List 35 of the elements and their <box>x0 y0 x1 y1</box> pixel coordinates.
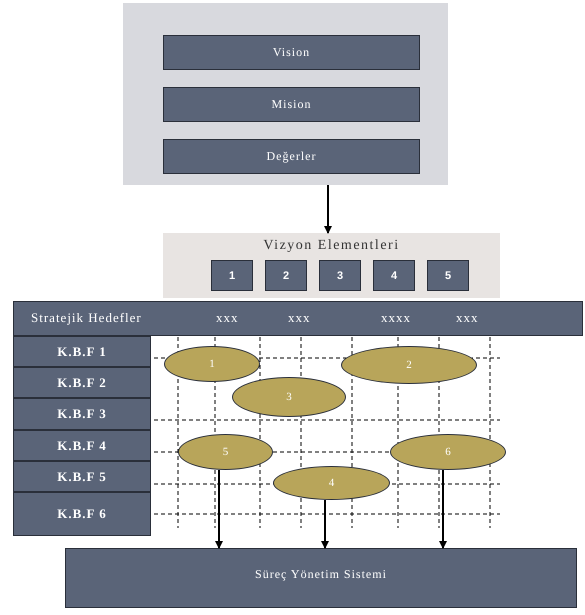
row-header: K.B.F 1 <box>13 336 151 367</box>
numbered-ellipse: 1 <box>164 346 260 382</box>
number-box: 5 <box>427 260 469 291</box>
panel-background <box>123 3 448 185</box>
vision-bar: Vision <box>163 35 420 70</box>
number-box: 4 <box>373 260 415 291</box>
column-heading: xxx <box>216 310 238 326</box>
number-box: 1 <box>211 260 253 291</box>
mission-bar: Mision <box>163 87 420 122</box>
system-title: Süreç Yönetim Sistemi <box>254 567 388 582</box>
number-box: 3 <box>319 260 361 291</box>
row-header: K.B.F 2 <box>13 367 151 398</box>
header-band <box>13 301 583 336</box>
arrow <box>439 470 447 549</box>
row-header: K.B.F 6 <box>13 492 151 536</box>
numbered-ellipse: 4 <box>273 466 390 500</box>
column-heading: xxx <box>456 310 478 326</box>
numbered-ellipse: 2 <box>341 346 477 384</box>
column-heading: xxx <box>288 310 310 326</box>
system-box <box>65 548 577 608</box>
number-box: 2 <box>265 260 307 291</box>
numbered-ellipse: 3 <box>232 377 346 417</box>
column-heading: xxxx <box>381 310 411 326</box>
arrow <box>324 185 332 234</box>
vision-elements-panel <box>163 233 500 298</box>
row-header: K.B.F 5 <box>13 461 151 492</box>
row-header: K.B.F 4 <box>13 430 151 461</box>
panel-title: Vizyon Elementleri <box>262 238 401 254</box>
numbered-ellipse: 5 <box>178 434 273 470</box>
header-title: Stratejik Hedefler <box>31 310 142 326</box>
values-bar: Değerler <box>163 139 420 174</box>
numbered-ellipse: 6 <box>390 434 506 470</box>
arrow <box>215 470 223 549</box>
row-header: K.B.F 3 <box>13 398 151 430</box>
arrow <box>321 500 329 549</box>
